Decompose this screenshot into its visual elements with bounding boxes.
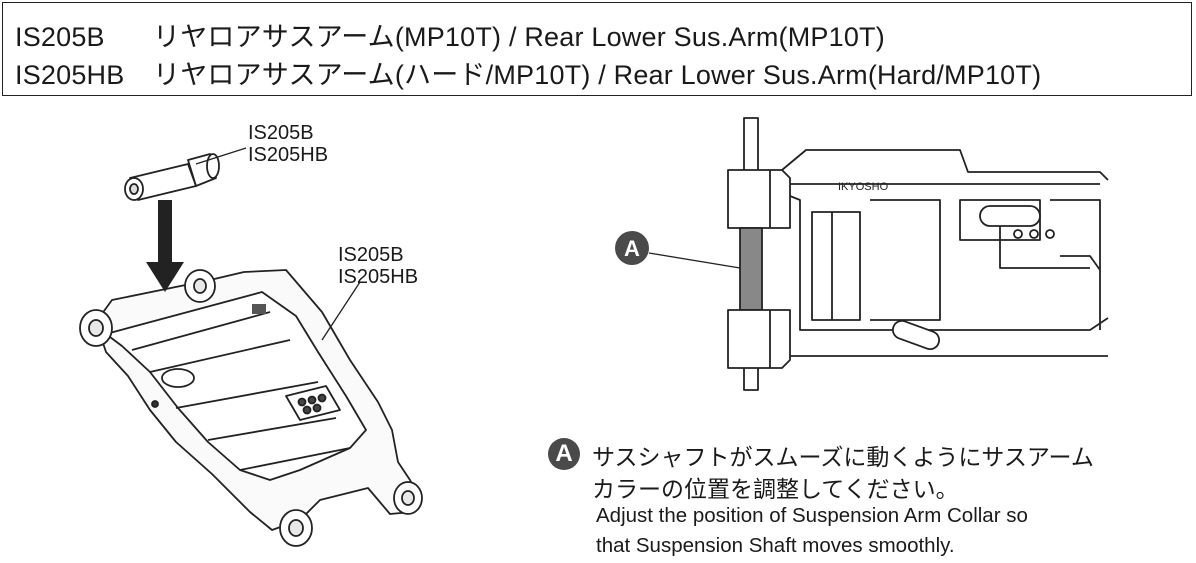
callout-line: IS205HB xyxy=(248,144,329,166)
arm-callout: IS205B IS205HB xyxy=(338,244,418,288)
part-number: IS205B xyxy=(15,22,105,52)
marker-a-label: A xyxy=(624,236,640,261)
callout-line: IS205B xyxy=(248,122,314,144)
part-name: リヤロアサスアーム(MP10T) / Rear Lower Sus.Arm(MP… xyxy=(153,22,885,52)
note-jp-line2: カラーの位置を調整してください。 xyxy=(592,476,959,502)
title-line-standard: IS205B リヤロアサスアーム(MP10T) / Rear Lower Sus.… xyxy=(15,15,885,54)
note-en-line2: that Suspension Shaft moves smoothly. xyxy=(596,534,955,557)
suspension-arm-collar xyxy=(739,227,763,311)
title-line-hard: IS205HB リヤロアサスアーム(ハード/MP10T) / Rear Lower… xyxy=(15,53,1041,92)
collar-callout: IS205B IS205HB xyxy=(248,122,328,166)
callout-line: IS205HB xyxy=(338,266,419,288)
part-name: リヤロアサスアーム(ハード/MP10T) / Rear Lower Sus.Ar… xyxy=(153,60,1042,90)
arm-stamp: IKYOSHO xyxy=(838,181,889,193)
arm-detail-illustration: IKYOSHO A xyxy=(615,117,1109,391)
part-number: IS205HB xyxy=(15,60,125,90)
note-jp-line1: サスシャフトがスムーズに動くようにサスアーム xyxy=(592,444,1094,470)
callout-line: IS205B xyxy=(338,244,404,266)
note-en-line1: Adjust the position of Suspension Arm Co… xyxy=(596,504,1028,527)
arm-assembly-illustration xyxy=(79,147,423,547)
marker-a-badge xyxy=(615,231,649,265)
suspension-arm xyxy=(79,269,423,547)
note-marker-a: A xyxy=(548,438,580,470)
insert-arrow xyxy=(146,200,184,292)
title-box: IS205B リヤロアサスアーム(MP10T) / Rear Lower Sus.… xyxy=(2,2,1192,96)
